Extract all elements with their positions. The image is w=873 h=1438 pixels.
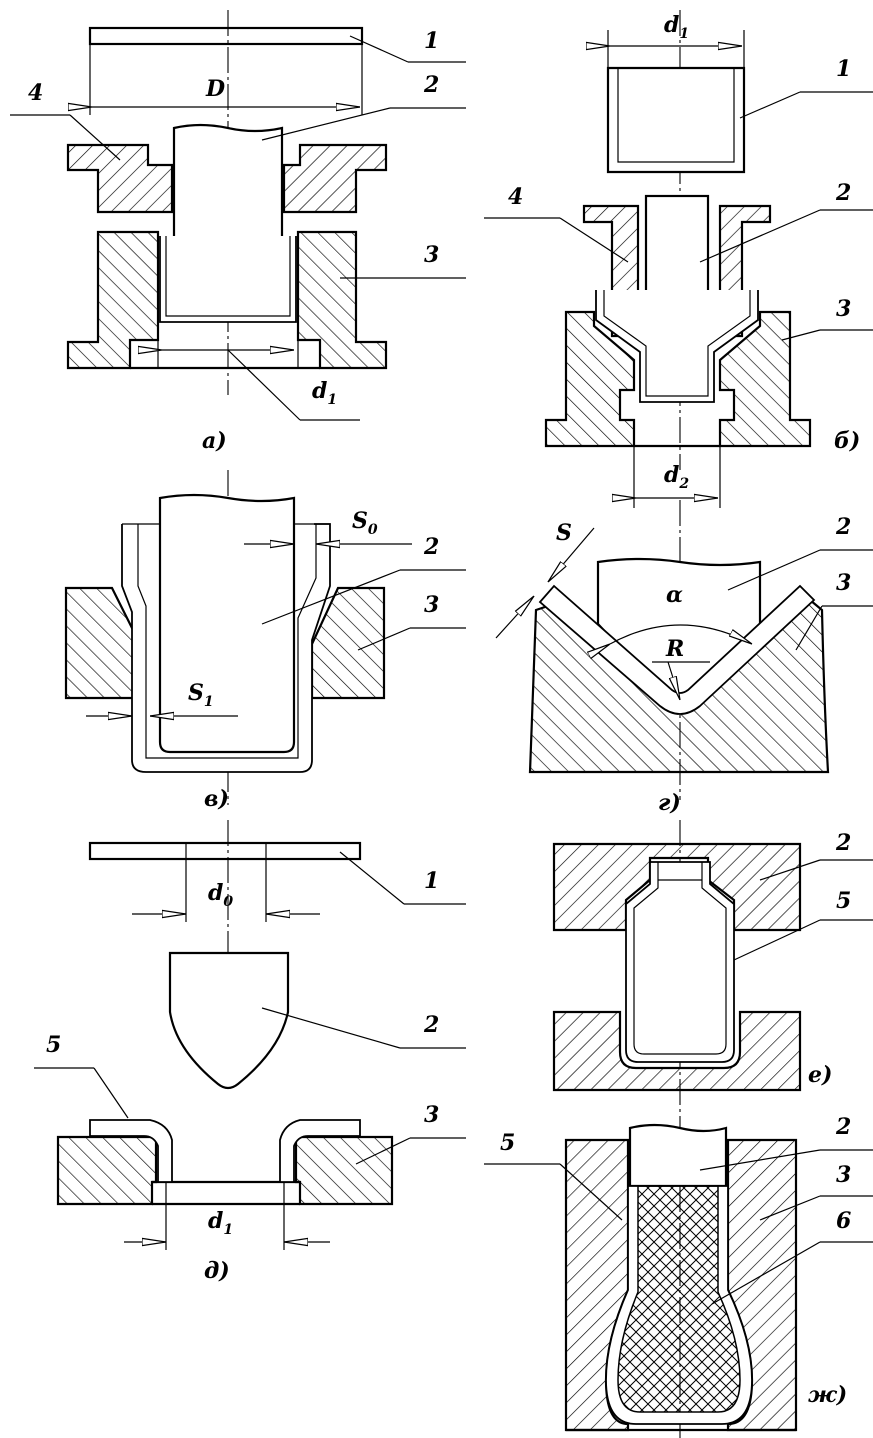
diagram-d: d0 d1 1 2 3 5 д): [34, 820, 466, 1284]
caption-zh: ж): [808, 1382, 847, 1408]
svg-text:S1: S1: [188, 680, 214, 710]
caption-b: б): [834, 428, 860, 454]
caption-d: д): [204, 1258, 230, 1284]
label-4-a: 4: [28, 80, 43, 106]
svg-text:d1: d1: [208, 1208, 233, 1238]
label-2-b: 2: [835, 180, 851, 206]
svg-text:d2: d2: [664, 462, 689, 492]
punch-d: [168, 951, 290, 1090]
label-3-v: 3: [424, 592, 439, 618]
diagram-zh: 2 3 6 5 ж): [484, 1114, 873, 1432]
blankholder-a: [66, 143, 174, 214]
label-2-d: 2: [423, 1012, 439, 1038]
label-3-zh: 3: [836, 1162, 851, 1188]
punch-v: [158, 493, 296, 754]
svg-text:S: S: [556, 520, 572, 546]
label-3-b: 3: [836, 296, 851, 322]
label-3-g: 3: [836, 570, 851, 596]
punch-zh: [628, 1123, 728, 1188]
label-6-zh: 6: [836, 1208, 851, 1234]
cup-b: [606, 66, 746, 174]
label-1-d: 1: [424, 868, 439, 894]
lower-die-e: [552, 1010, 802, 1092]
diagram-e: 2 5 е): [552, 820, 873, 1438]
caption-a: а): [202, 428, 227, 454]
label-2-zh: 2: [835, 1114, 851, 1140]
caption-v: в): [204, 786, 229, 812]
svg-text:α: α: [666, 582, 683, 608]
label-2-a: 2: [423, 72, 439, 98]
bottle-e: [625, 861, 735, 1063]
label-5-e: 5: [836, 888, 851, 914]
label-2-g: 2: [835, 514, 851, 540]
label-2-e: 2: [835, 830, 851, 856]
label-3-a: 3: [424, 242, 439, 268]
diagram-b: d1 1 d2 2 3 4 б): [484, 10, 873, 508]
label-3-d: 3: [424, 1102, 439, 1128]
svg-text:d1: d1: [312, 378, 337, 408]
svg-text:d0: d0: [208, 880, 233, 910]
diagram-g: α R S 2 3 г): [495, 500, 873, 816]
blank-d: [88, 841, 362, 861]
diagram-v: S0 S1 2 3 в): [64, 470, 466, 812]
label-4-b: 4: [508, 184, 523, 210]
label-5-d: 5: [46, 1032, 61, 1058]
label-5-zh: 5: [500, 1130, 515, 1156]
svg-text:d1: d1: [664, 12, 689, 42]
caption-e: е): [808, 1062, 832, 1088]
diagram-a: D d1 1 2 3 4 а): [10, 10, 466, 454]
svg-text:S0: S0: [352, 508, 378, 538]
dim-D: D: [205, 76, 225, 102]
label-2-v: 2: [423, 534, 439, 560]
flange-d: [89, 1119, 173, 1183]
die-b: [544, 310, 636, 448]
blank-a: [88, 26, 364, 46]
label-1-a: 1: [424, 28, 439, 54]
die-d: [56, 1135, 158, 1206]
filler-zh: [617, 1185, 741, 1413]
cup-a: [130, 231, 297, 323]
svg-text:R: R: [665, 636, 684, 662]
die-a: [66, 230, 160, 370]
label-1-b: 1: [836, 56, 851, 82]
caption-g: г): [658, 790, 681, 816]
